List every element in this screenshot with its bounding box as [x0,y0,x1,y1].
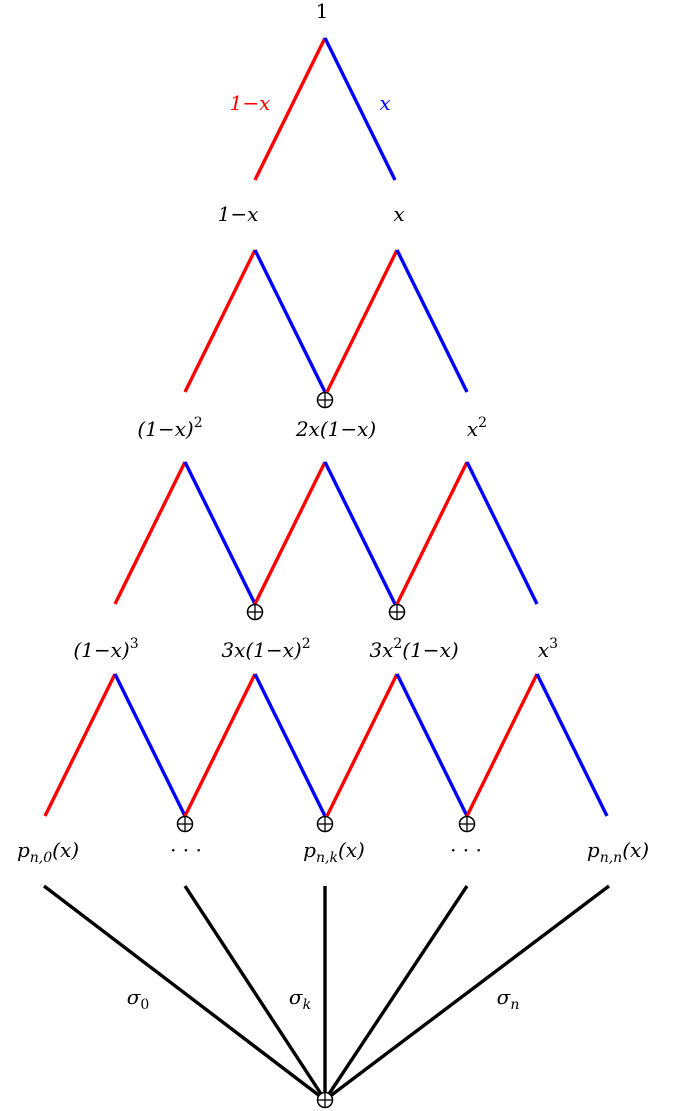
pk-arg: (x) [338,838,365,862]
pn-arg: (x) [622,838,649,862]
final-sum-node [316,1091,334,1109]
row3-a-base: (1−x) [73,638,129,662]
row3-d-exp: 3 [549,636,558,652]
edge-right-r3-2 [395,673,469,817]
weight-lines [42,884,611,1102]
row3-label-b: 3x(1−x)2 [221,636,310,662]
row2-label-b: 2x(1−x) [295,417,376,441]
edge-right-r2-0 [183,461,257,605]
pn-p: p [587,838,600,862]
weight-line-4 [323,884,611,1102]
root-label: 1 [316,0,329,23]
row3-label-c: 3x2(1−x) [369,636,458,662]
row2-c-exp: 2 [478,415,487,431]
sigman-sym: σ [497,985,512,1009]
row2-label-a: (1−x)2 [137,415,202,441]
row3-d-base: x [538,638,549,662]
sum-node-1 [246,603,264,621]
edge-left-r1-1 [325,249,399,393]
sum-node-4 [316,815,334,833]
sigman-sub: n [510,997,519,1013]
row1-a-text: 1−x [218,202,259,226]
row3-b-pre: 3x(1−x) [221,638,301,662]
row1-label-a: 1−x [218,202,259,226]
edge-label-left: 1−x [230,91,271,115]
weight-line-0 [42,884,327,1102]
row3-b-exp: 2 [302,636,311,652]
sum-node-0 [316,391,334,409]
row1-label-b: x [393,202,404,226]
row3-label-d: x3 [538,636,558,662]
row3-c-exp: 2 [393,636,402,652]
edge-right-r3-3 [535,673,609,817]
row3-a-exp: 3 [130,636,139,652]
weight-line-3 [323,885,469,1101]
edge-left-r2-1 [253,461,327,605]
tree-edges [43,37,609,817]
row2-a-base: (1−x) [137,417,193,441]
edge-left-r3-0 [43,673,117,817]
edge-right-r0-0 [323,37,397,181]
row2-a-exp: 2 [194,415,203,431]
weight-label-sigmak: σk [289,985,311,1013]
edge-left-r0-0 [253,37,327,181]
sum-node-2 [388,603,406,621]
weight-label-sigman: σn [497,985,520,1013]
sum-node-5 [458,815,476,833]
edge-right-r2-2 [465,461,539,605]
edge-right-r3-1 [253,673,327,817]
pn-sub: n,n [600,850,622,866]
row4-label-p0: pn,0(x) [17,838,79,866]
row3-c-post: (1−x) [402,638,458,662]
row4-dots-left: · · · [170,838,202,862]
row4-dots-right: · · · [450,838,482,862]
row4-label-pk: pn,k(x) [303,838,365,866]
p0-p: p [17,838,30,862]
edge-left-r3-2 [325,673,399,817]
row3-label-a: (1−x)3 [73,636,138,662]
edge-left-r1-0 [183,249,257,393]
sigma0-sym: σ [127,985,142,1009]
p0-sub: n,0 [30,850,52,866]
row2-c-base: x [467,417,478,441]
sigmak-sym: σ [289,985,304,1009]
edge-left-r2-2 [395,461,469,605]
weight-label-sigma0: σ0 [127,985,150,1013]
pk-sub: n,k [316,850,338,866]
edge-right-r1-0 [253,249,327,393]
p0-arg: (x) [52,838,79,862]
row3-c-pre: 3x [369,638,393,662]
edge-right-r2-1 [323,461,397,605]
row4-label-pn: pn,n(x) [587,838,649,866]
sum-node-3 [176,815,194,833]
edge-right-r3-0 [113,673,187,817]
weight-line-1 [183,885,327,1101]
edge-left-r3-1 [183,673,257,817]
edge-right-r1-1 [395,249,469,393]
edge-label-left-text: 1−x [230,91,271,115]
edge-label-right: x [379,91,390,115]
sum-nodes [176,391,476,1109]
row2-label-c: x2 [467,415,487,441]
sigmak-sub: k [303,997,311,1013]
edge-left-r3-3 [465,673,539,817]
sigma0-sub: 0 [140,997,149,1013]
pk-p: p [303,838,316,862]
edge-left-r2-0 [113,461,187,605]
